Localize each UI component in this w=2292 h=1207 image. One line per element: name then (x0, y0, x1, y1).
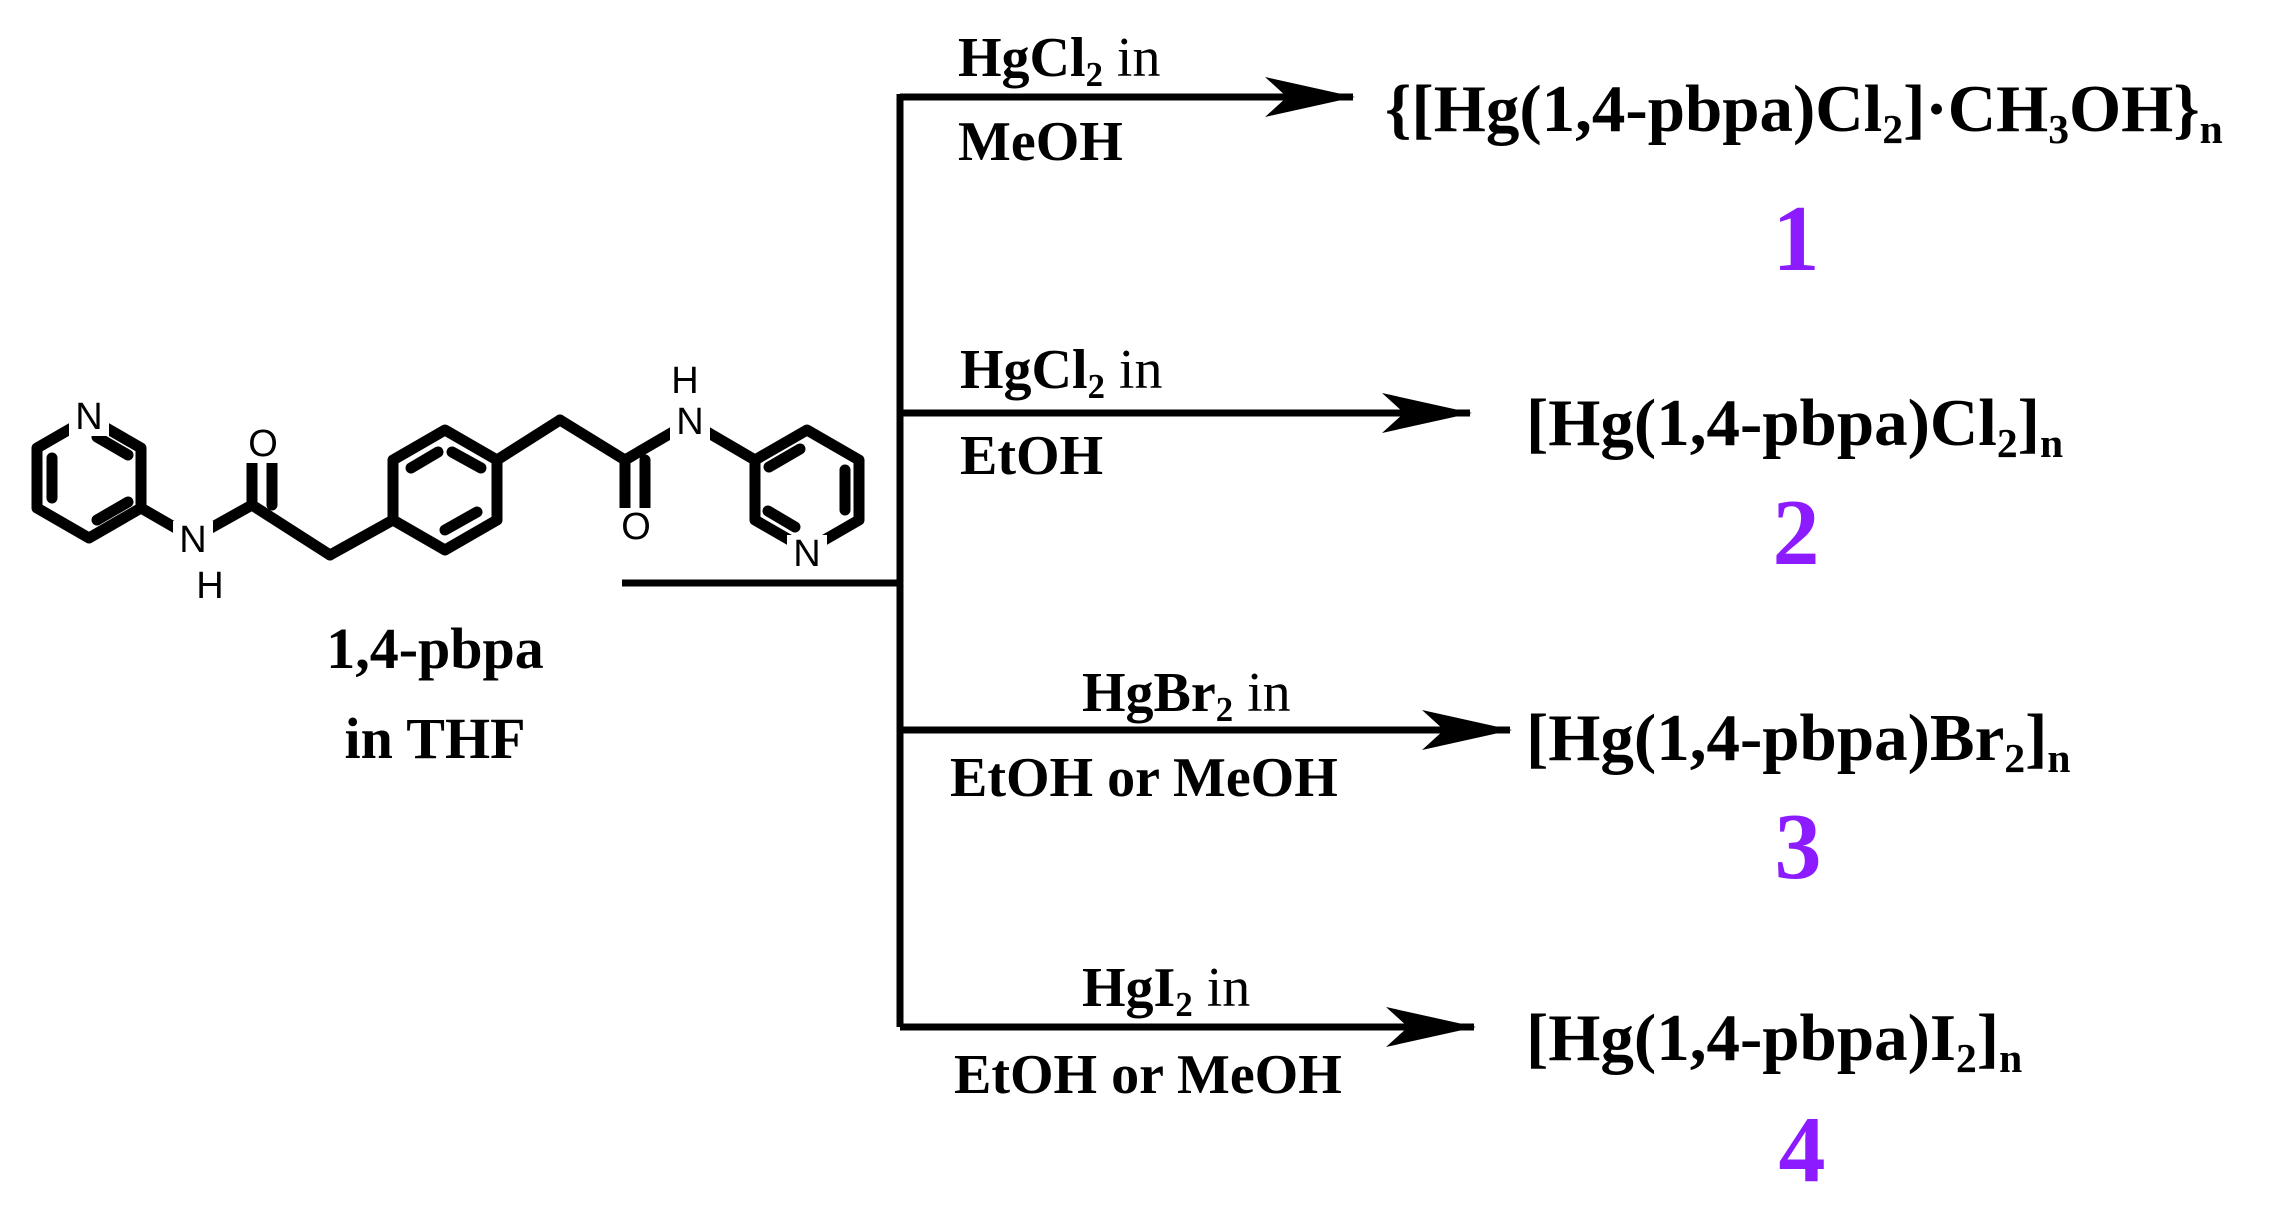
route-2-reagent-formula: HgCl (960, 339, 1088, 401)
bond-ch2-to-benzene-left (324, 514, 399, 561)
route-4-product: [Hg(1,4-pbpa)I2]n (1526, 1005, 2022, 1079)
central-benzene-inner-bonds (405, 446, 487, 536)
route-1-product-part-3: OH} (2069, 72, 2200, 146)
ligand-name: 1,4-pbpa (326, 616, 544, 681)
bond-ch2-to-carbonyl-right (554, 414, 631, 466)
route-4-product-sub-n: n (1999, 1034, 2023, 1081)
route-3-reagent-formula: HgBr (1082, 662, 1216, 724)
route-4-solvent: EtOH or MeOH (954, 1044, 1342, 1106)
compound-number-1: 1 (1772, 187, 1820, 291)
route-2-product-part-1: [Hg(1,4-pbpa)Cl (1526, 386, 1997, 460)
route-1-product: {[Hg(1,4-pbpa)Cl2]·CH3OH}n (1385, 76, 2223, 150)
route-1-product-sub-1: 2 (1882, 105, 1904, 152)
route-4-reagent-subscript: 2 (1175, 984, 1193, 1024)
route-3-reagent-subscript: 2 (1215, 689, 1234, 729)
left-pyridine-ring (31, 412, 147, 544)
route-2-solvent: EtOH (960, 425, 1104, 487)
compound-number-4: 4 (1778, 1098, 1826, 1202)
route-4-product-sub-1: 2 (1955, 1034, 1977, 1081)
route-3-reagent: HgBr2 in (1082, 662, 1291, 727)
route-3-product-sub-1: 2 (2004, 734, 2026, 781)
route-1-reagent-suffix: in (1116, 27, 1161, 89)
route-4-product-part-1: [Hg(1,4-pbpa)I (1526, 1001, 1956, 1075)
atom-label-n-right-pyridine: N (787, 535, 827, 573)
route-2-reagent: HgCl2 in (960, 339, 1163, 404)
atom-label-o-left: O (243, 425, 283, 463)
route-2-product-sub-n: n (2039, 419, 2064, 466)
route-2-product: [Hg(1,4-pbpa)Cl2]n (1526, 390, 2063, 464)
route-4-product-part-2: ] (1976, 1001, 2000, 1075)
route-4-reagent-formula: HgI (1082, 957, 1176, 1019)
route-3-product-part-2: ] (2025, 701, 2048, 775)
route-1-reagent: HgCl2 in (958, 27, 1161, 92)
ligand-solvent: in THF (344, 706, 526, 771)
atom-label-h-amide-left: H (190, 567, 230, 605)
route-2-product-sub-1: 2 (1996, 419, 2018, 466)
route-1-product-sub-n: n (2199, 105, 2223, 152)
compound-number-3: 3 (1774, 795, 1822, 899)
atom-label-n-amide-left: N (173, 521, 213, 559)
route-3-product-sub-n: n (2047, 734, 2071, 781)
atom-label-o-right: O (616, 508, 656, 546)
compound-number-2: 2 (1772, 481, 1820, 585)
ligand-structure (31, 412, 865, 561)
route-4-reagent: HgI2 in (1082, 957, 1251, 1022)
route-3-solvent: EtOH or MeOH (950, 747, 1338, 809)
bond-benzene-to-ch2-right (491, 414, 566, 466)
route-2-reagent-subscript: 2 (1087, 366, 1105, 406)
route-1-product-part-2: ]·CH (1903, 72, 2049, 146)
left-pyridine-inner-bonds (46, 431, 134, 526)
route-1-reagent-formula: HgCl (958, 27, 1086, 89)
atom-label-n-left-pyridine: N (69, 398, 109, 436)
reaction-branches (622, 77, 1512, 1047)
bond-carbonyl-to-ch2-left (246, 499, 336, 561)
route-2-reagent-suffix: in (1118, 339, 1163, 401)
route-3-product: [Hg(1,4-pbpa)Br2]n (1526, 705, 2071, 779)
route-1-product-sub-2: 3 (2048, 105, 2069, 152)
route-1-product-part-1: {[Hg(1,4-pbpa)Cl (1385, 72, 1883, 146)
route-2-product-part-2: ] (2017, 386, 2040, 460)
route-1-reagent-subscript: 2 (1085, 54, 1103, 94)
route-3-reagent-suffix: in (1247, 662, 1291, 724)
right-pyridine-inner-bonds (762, 443, 851, 533)
route-3-product-part-1: [Hg(1,4-pbpa)Br (1526, 701, 2005, 775)
route-4-reagent-suffix: in (1206, 957, 1251, 1019)
atom-label-h-amide-right: H (665, 362, 705, 400)
atom-label-n-amide-right: N (670, 403, 710, 441)
route-1-solvent: MeOH (958, 111, 1123, 173)
